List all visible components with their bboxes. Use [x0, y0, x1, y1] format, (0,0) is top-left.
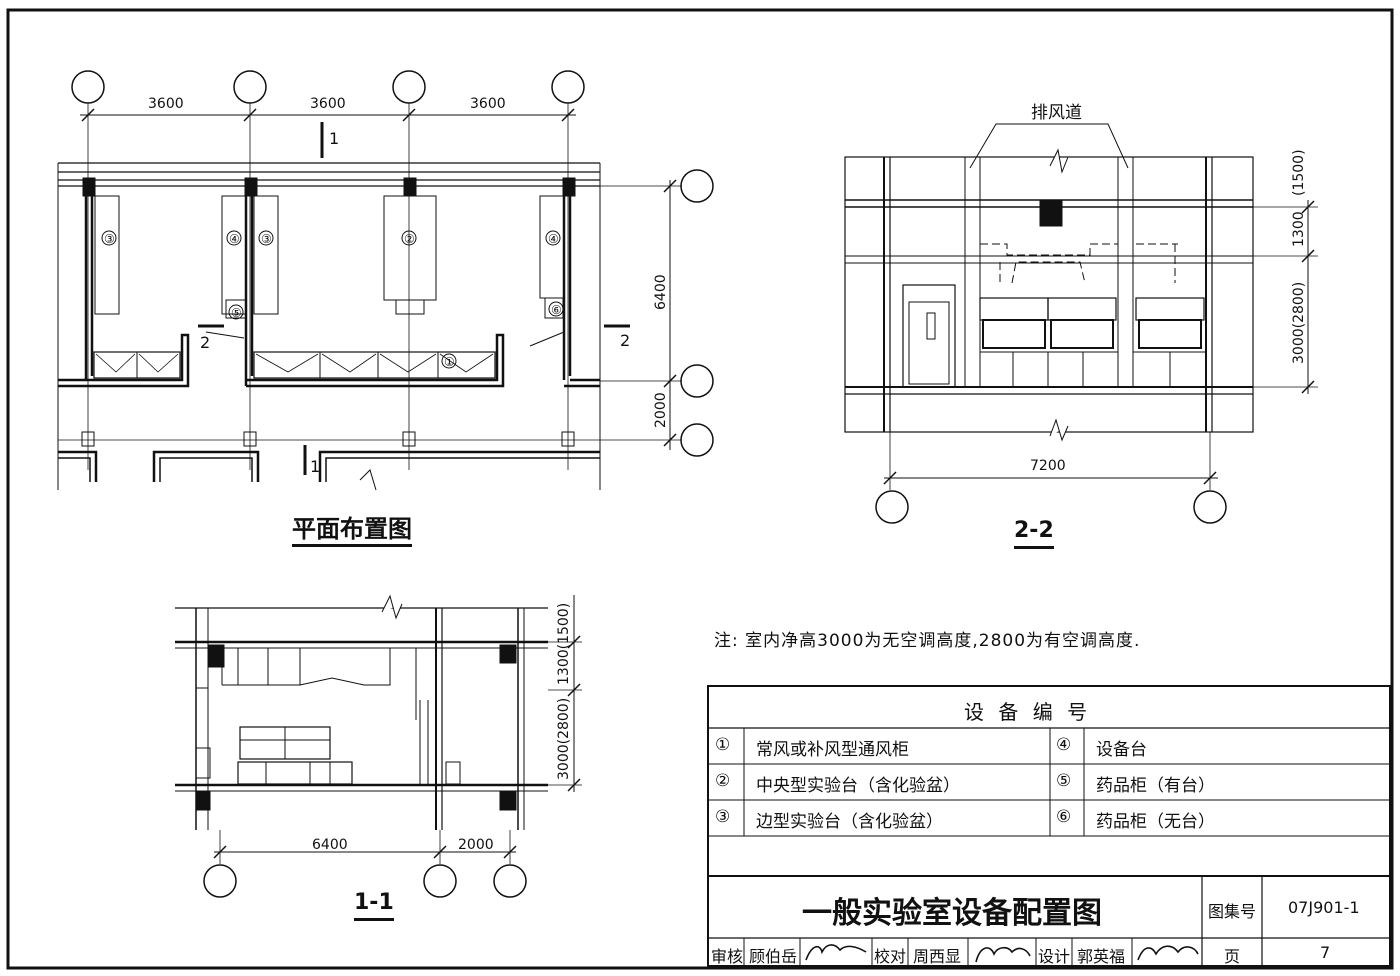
- section-caption: 1-1: [354, 890, 394, 921]
- plan-caption: 平面布置图: [292, 516, 412, 547]
- legend-header: 设 备 编 号: [964, 700, 1092, 724]
- plan-tag-3a: ③: [104, 232, 115, 246]
- elev-dim-7200: 7200: [1030, 458, 1066, 474]
- review-label: 审核: [711, 947, 744, 966]
- legend-text-1: 常风或补风型通风柜: [756, 740, 909, 760]
- page-number: 7: [1320, 943, 1331, 962]
- atlas-label: 图集号: [1208, 902, 1257, 921]
- plan-dim-6400: 6400: [653, 274, 669, 310]
- section-mark-2-left: 2: [200, 333, 210, 352]
- elev-dim-1300: 1300: [1291, 211, 1307, 247]
- sect-dim-1300: 1300(1500): [556, 603, 572, 685]
- checker-signature: [975, 946, 1031, 963]
- plan-tag-5: ⑤: [231, 306, 242, 320]
- section-1-1-labels: 6400 2000 1300(1500) 3000(2800): [312, 603, 572, 853]
- legend-num-2: ②: [715, 771, 731, 791]
- duct-label: 排风道: [1031, 103, 1082, 123]
- legend-text-4: 设备台: [1096, 740, 1147, 760]
- section-1-1: [175, 594, 582, 898]
- plan-dim-1: 3600: [148, 96, 184, 112]
- plan-labels: 3600 3600 3600 1 1 2 2 6400 2000 ③ ④ ③ ②…: [104, 96, 669, 476]
- floor-plan: [57, 70, 714, 491]
- sect-dim-3000: 3000(2800): [556, 698, 572, 780]
- legend-num-1: ①: [715, 735, 731, 755]
- plan-tag-3b: ③: [261, 232, 272, 246]
- plan-dim-2000: 2000: [653, 392, 669, 428]
- section-mark-2-right: 2: [620, 331, 630, 350]
- reviewer-signature: [805, 944, 867, 961]
- legend-num-3: ③: [715, 807, 731, 827]
- designer-name: 郭英福: [1077, 947, 1126, 966]
- atlas-number: 07J901-1: [1288, 898, 1360, 917]
- reviewer-name: 顾伯岳: [749, 947, 798, 966]
- legend-num-4: ④: [1056, 735, 1072, 755]
- note-text: 注: 室内净高3000为无空调高度,2800为有空调高度.: [714, 631, 1141, 651]
- legend-text-3: 边型实验台（含化验盆）: [756, 812, 943, 832]
- legend-num-6: ⑥: [1056, 807, 1072, 827]
- plan-tag-6: ⑥: [551, 303, 562, 317]
- plan-tag-1: ①: [444, 355, 455, 369]
- plan-tag-4b: ④: [548, 232, 559, 246]
- elev-dim-1500: (1500): [1291, 149, 1307, 196]
- legend-text-5: 药品柜（有台）: [1096, 776, 1215, 796]
- plan-tag-4a: ④: [229, 232, 240, 246]
- legend-text-2: 中央型实验台（含化验盆）: [756, 776, 960, 796]
- check-label: 校对: [874, 947, 907, 966]
- design-label: 设计: [1038, 947, 1071, 966]
- legend-num-5: ⑤: [1056, 771, 1072, 791]
- sect-dim-2000: 2000: [458, 837, 494, 853]
- section-mark-1-top: 1: [329, 129, 339, 148]
- drawing-title: 一般实验室设备配置图: [802, 896, 1102, 931]
- section-mark-1-bottom: 1: [310, 457, 320, 476]
- plan-dim-2: 3600: [310, 96, 346, 112]
- elev-dim-3000: 3000(2800): [1291, 282, 1307, 364]
- elevation-2-2: [844, 123, 1318, 524]
- legend-text-6: 药品柜（无台）: [1096, 812, 1215, 832]
- elevation-caption: 2-2: [1014, 518, 1054, 549]
- sheet-border: [6, 8, 1394, 970]
- legend-table: [707, 685, 1391, 967]
- sect-dim-6400: 6400: [312, 837, 348, 853]
- plan-dim-3: 3600: [470, 96, 506, 112]
- designer-signature: [1137, 945, 1199, 961]
- page-label: 页: [1224, 947, 1241, 966]
- checker-name: 周西显: [913, 947, 962, 966]
- plan-tag-2: ②: [404, 232, 415, 246]
- elevation-labels: 排风道 7200 (1500) 1300 3000(2800): [1030, 103, 1307, 474]
